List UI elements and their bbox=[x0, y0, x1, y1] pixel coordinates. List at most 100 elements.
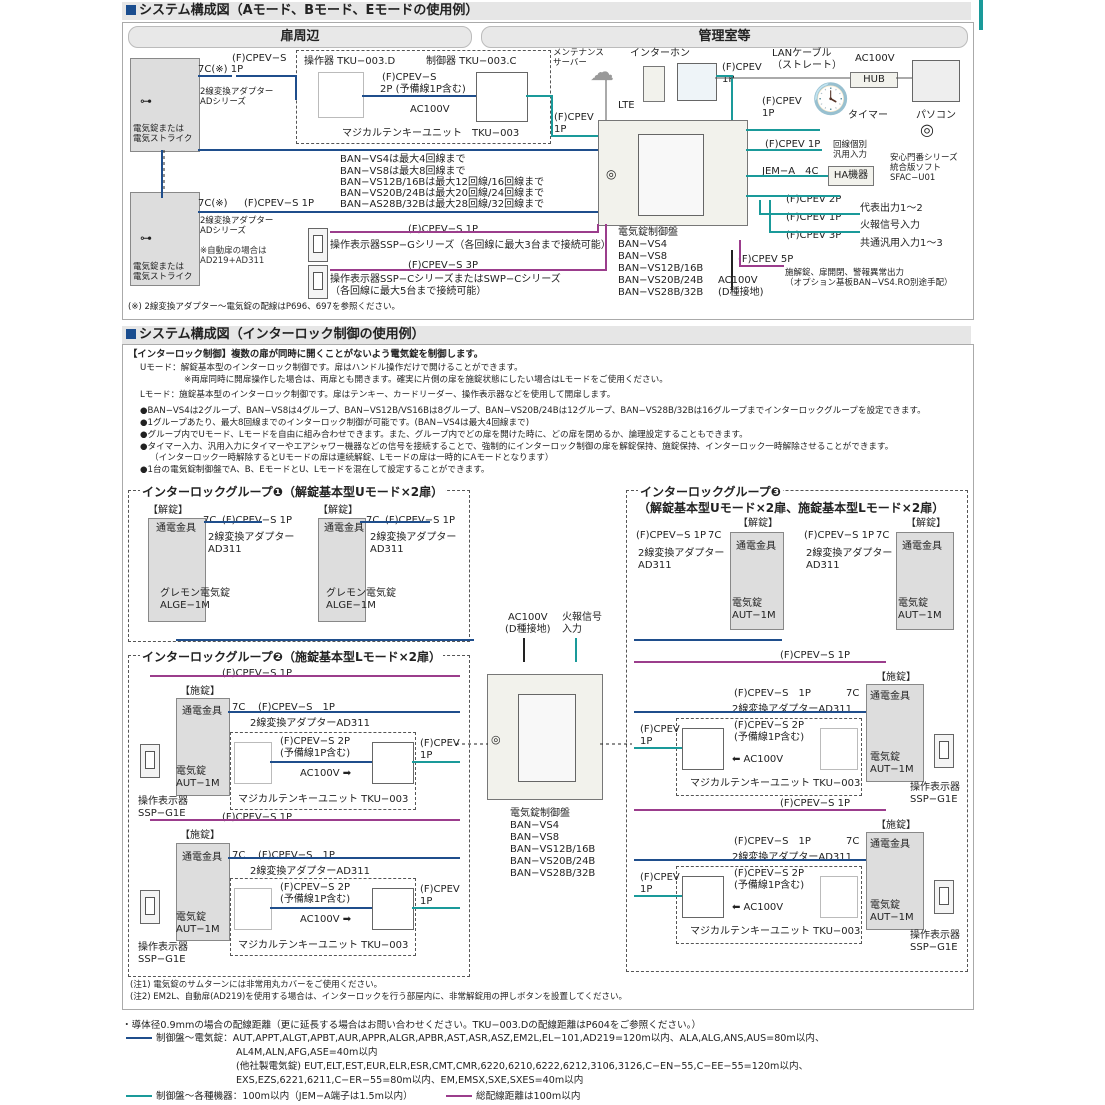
g3d-7c: 7C bbox=[846, 836, 860, 847]
interlock-note-3: Lモード：施錠基本型のインターロック制御です。扉はテンキー、カードリーダー、操作… bbox=[140, 390, 616, 400]
g3c-2p: (F)CPEV−S 2P (予備線1P含む) bbox=[734, 720, 805, 743]
adapter-2-label: 2線変換アダプター ADシリーズ bbox=[200, 216, 274, 236]
g2b-lock: 電気錠 AUT−1M bbox=[176, 912, 220, 935]
interlock-foot-2: (注2) EM2L、自動扉(AD219)を使用する場合は、インターロックを行う部… bbox=[130, 992, 628, 1002]
g2b-top-cable: (F)CPEV−S 1P bbox=[222, 812, 293, 823]
ban-line-2: BAN−VS12B/16Bは最大12回線/16回線まで bbox=[340, 177, 545, 188]
center-panel-knob: ◎ bbox=[491, 733, 501, 746]
g2b-7c: 7C bbox=[232, 850, 246, 861]
g2a-door bbox=[176, 698, 230, 796]
center-panel-display bbox=[518, 694, 576, 782]
interlock-foot-1: (注1) 電気錠のサムターンには非常用丸カバーをご使用ください。 bbox=[130, 980, 383, 990]
door-1-label: 電気錠または 電気ストライク bbox=[133, 124, 193, 144]
g2a-cpev: (F)CPEV 1P bbox=[420, 738, 460, 761]
cable-label-11: (F)CPEV−S 1P bbox=[408, 224, 479, 235]
cable-label-4: (F)CPEV 1P bbox=[722, 62, 762, 85]
g1-door2-kaijo: 【解錠】 bbox=[318, 505, 358, 516]
g2a-tenkey-box bbox=[230, 732, 416, 810]
g2a-magical: マジカルテンキーユニット TKU−003 bbox=[238, 794, 409, 805]
g3b-lock: 電気錠 AUT−1M bbox=[898, 598, 942, 621]
fire-input-label: 火報信号入力 bbox=[860, 220, 920, 231]
g3d-cable: (F)CPEV−S 1P bbox=[734, 836, 811, 847]
door-2 bbox=[130, 192, 200, 286]
rep-output-label: 代表出力1〜2 bbox=[860, 203, 923, 214]
operator-label: 操作器 TKU−003.D bbox=[304, 56, 396, 67]
g3c-tenkey-box bbox=[676, 718, 862, 796]
g2a-adapter: 2線変換アダプターAD311 bbox=[250, 718, 370, 729]
interlock-note-1: Uモード：解錠基本型のインターロック制御です。扉はハンドル操作だけで開けることが… bbox=[140, 363, 523, 373]
ha-device-box: HA機器 bbox=[828, 166, 874, 186]
wiring-distance-line-1: 制御盤〜電気錠：AUT,APPT,ALGT,APBT,AUR,APPR,ALGR… bbox=[156, 1033, 825, 1044]
g3d-top-cable: (F)CPEV−S 1P bbox=[780, 798, 851, 809]
cable-label-7: (F)CPEV 2P bbox=[786, 194, 842, 205]
ssp-g-icon bbox=[308, 228, 328, 262]
g3c-keypad bbox=[820, 728, 858, 770]
g3d-2p: (F)CPEV−S 2P (予備線1P含む) bbox=[734, 868, 805, 891]
g1-door2-cable: (F)CPEV−S 1P bbox=[385, 515, 456, 526]
g2a-tsuden: 通電金具 bbox=[182, 706, 222, 717]
door-2-label: 電気錠または 電気ストライク bbox=[133, 262, 193, 282]
g2b-ssp-icon bbox=[140, 890, 160, 924]
wiring-distance-line-4: EXS,EZS,6221,6211,C−ER−55=80m以内、EM,EMSX,… bbox=[236, 1075, 584, 1086]
section-title-interlock: システム構成図（インターロック制御の使用例） bbox=[122, 326, 971, 344]
lan-cable-label: LANケーブル （ストレート） bbox=[772, 48, 842, 71]
g3a-cable: (F)CPEV−S 1P bbox=[636, 530, 707, 541]
g3d-cpev: (F)CPEV 1P bbox=[640, 872, 680, 895]
door-1 bbox=[130, 58, 200, 152]
intercom-label: インターホン bbox=[630, 48, 690, 59]
interlock-note-7: ●タイマー入力、汎用入力にタイマーやエアシャワー機器などの信号を接続することで、… bbox=[140, 442, 894, 452]
tenkey-controller-icon bbox=[476, 72, 528, 122]
area-label-control-room: 管理室等 bbox=[481, 26, 968, 48]
cable-label-6: (F)CPEV 1P bbox=[765, 139, 821, 150]
g2b-ssp-label: 操作表示器 SSP−G1E bbox=[138, 942, 188, 965]
interlock-note-5: ●1グループあたり、最大8回線までのインターロック制御が可能です。(BAN−VS… bbox=[140, 418, 530, 428]
control-panel-display bbox=[638, 134, 704, 216]
g1-door1-kaijo: 【解錠】 bbox=[148, 505, 188, 516]
g3b-door bbox=[896, 532, 954, 630]
ssp-c-label: 操作表示器SSP−CシリーズまたはSWP−Cシリーズ （各回線に最大5台まで接続… bbox=[330, 274, 561, 297]
interlock-note-6: ●グループ内でUモード、Lモードを自由に組み合わせできます。また、グループ内でど… bbox=[140, 430, 748, 440]
cable-label-2b: 2P (予備線1P含む) bbox=[380, 84, 466, 95]
top-footnote: (※) 2線変換アダプター〜電気錠の配線はP696、697を参照ください。 bbox=[128, 302, 400, 312]
lte-label: LTE bbox=[618, 100, 635, 111]
g3d-keypad bbox=[820, 876, 858, 918]
interlock-note-8: （インターロック一時解除するとUモードの扉は連続解錠、Lモードの扉は一時的にAモ… bbox=[150, 453, 554, 463]
g3c-ac100: ⬅ AC100V bbox=[732, 754, 784, 765]
g1-door-2 bbox=[318, 518, 366, 622]
g2b-magical: マジカルテンキーユニット TKU−003 bbox=[238, 940, 409, 951]
g2b-door bbox=[176, 843, 230, 941]
jem-label: JEM−A 4C bbox=[762, 166, 819, 177]
g3c-7c: 7C bbox=[846, 688, 860, 699]
intercom-monitor-icon bbox=[677, 63, 717, 101]
g2a-2p: (F)CPEV−S 2P (予備線1P含む) bbox=[280, 736, 351, 759]
cable-label-13: (F)CPEV 5P bbox=[738, 254, 794, 265]
g3a-kaijo: 【解錠】 bbox=[738, 518, 778, 529]
g3d-tsuden: 通電金具 bbox=[870, 839, 910, 850]
pc-icon bbox=[912, 60, 960, 102]
g2b-tenkey-box bbox=[230, 878, 416, 956]
g3d-ssp-label: 操作表示器 SSP−G1E bbox=[910, 930, 960, 953]
g1-door-1 bbox=[148, 518, 206, 622]
area-label-door: 扉周辺 bbox=[128, 26, 472, 48]
g2a-cable: (F)CPEV−S 1P bbox=[258, 702, 335, 713]
g2a-top-cable: (F)CPEV−S 1P bbox=[222, 668, 293, 679]
g3d-magical: マジカルテンキーユニット TKU−003 bbox=[690, 926, 861, 937]
ban-line-4: BAN−AS28B/32Bは最大28回線/32回線まで bbox=[340, 199, 545, 210]
kairo-input-label: 回線個別 汎用入力 bbox=[833, 140, 868, 160]
cable-label-3: (F)CPEV 1P bbox=[554, 112, 594, 135]
wiring-distance-line-2: AL4M,ALN,AFG,ASE=40m以内 bbox=[236, 1047, 378, 1058]
g3c-sejo: 【施錠】 bbox=[876, 672, 916, 683]
g2a-sejo: 【施錠】 bbox=[180, 686, 220, 697]
g1-door2-adapter: 2線変換アダプター AD311 bbox=[370, 532, 457, 555]
g3c-adapter: 2線変換アダプターAD311 bbox=[732, 704, 852, 715]
adapter-1-label: 2線変換アダプター ADシリーズ bbox=[200, 87, 274, 107]
g1-door1-tsuden: 通電金具 bbox=[156, 523, 196, 534]
interlock-note-9: ●1台の電気錠制御盤でA、B、EモードとU、Lモードを混在して設定することができ… bbox=[140, 465, 490, 475]
ban-line-1: BAN−VS8は最大8回線まで bbox=[340, 166, 466, 177]
g3c-controller bbox=[682, 728, 724, 770]
g3d-tenkey-box bbox=[676, 866, 862, 944]
g2b-ac100: AC100V ➡ bbox=[300, 914, 352, 925]
g3d-sejo: 【施錠】 bbox=[876, 820, 916, 831]
cable-label-1b: 7C(※) 1P bbox=[198, 64, 244, 75]
